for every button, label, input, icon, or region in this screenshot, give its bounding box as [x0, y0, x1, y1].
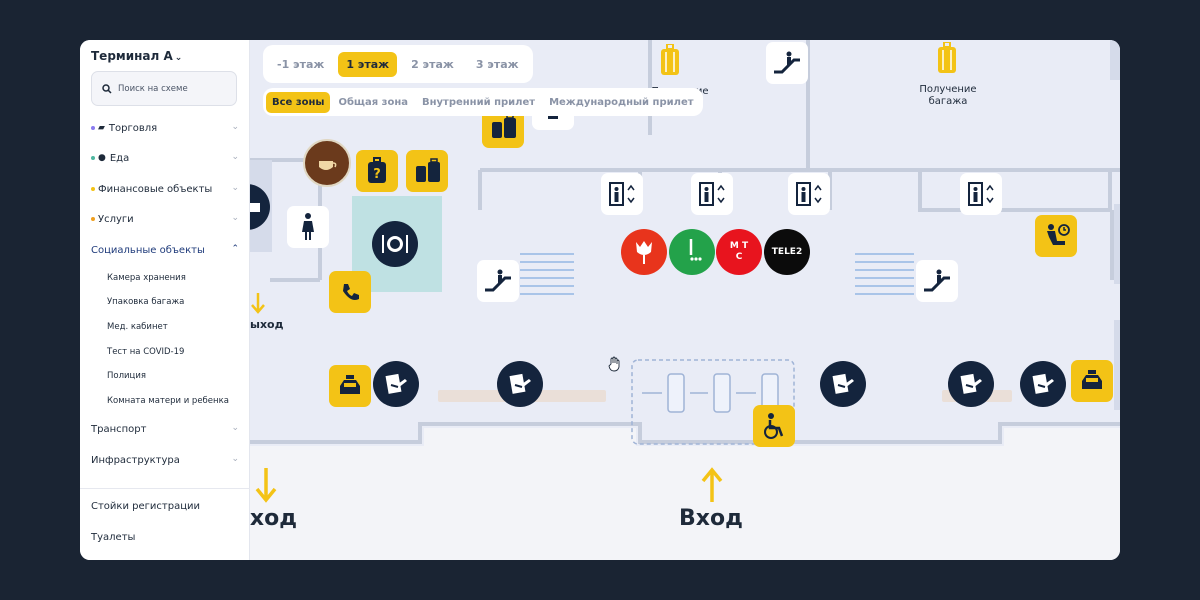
category-services[interactable]: Услуги ⌄	[91, 210, 239, 228]
toilets-link[interactable]: Туалеты	[91, 532, 136, 543]
tele2-icon[interactable]: TELE2	[764, 229, 810, 275]
category-infrastructure[interactable]: Инфраструктура ⌄	[91, 451, 239, 469]
departures-icon[interactable]	[948, 361, 994, 407]
luggage-icon[interactable]	[406, 150, 448, 192]
elevator-icon[interactable]	[960, 173, 1002, 215]
departures-icon[interactable]	[497, 361, 543, 407]
search-input[interactable]	[118, 83, 228, 94]
category-dot	[91, 156, 95, 160]
chevron-down-icon: ⌄	[231, 183, 239, 193]
category-dot	[91, 126, 95, 130]
arrow-down-icon	[250, 292, 266, 318]
escalator-icon[interactable]	[916, 260, 958, 302]
chevron-down-icon: ⌄	[231, 152, 239, 162]
category-label: Социальные объекты	[91, 244, 205, 256]
arrow-up-icon	[700, 467, 724, 507]
search-box[interactable]	[91, 71, 237, 106]
social-item-mother-child[interactable]: Комната матери и ребенка	[107, 396, 229, 406]
chevron-down-icon: ⌄	[174, 53, 183, 63]
entrance-label: Вход	[679, 506, 743, 531]
luggage-icon	[937, 41, 957, 80]
phone-icon[interactable]	[329, 271, 371, 313]
baggage-claim-label: Получение багажа	[919, 84, 977, 107]
elevator-icon[interactable]	[788, 173, 830, 215]
category-label: Инфраструктура	[91, 454, 180, 466]
zone-tab-all[interactable]: Все зоны	[266, 91, 331, 113]
exit-label-small: ыход	[250, 318, 284, 331]
category-dot	[91, 187, 95, 191]
tulip-shop-icon[interactable]	[621, 229, 667, 275]
svg-text:?: ?	[373, 167, 381, 182]
escalator-icon[interactable]	[766, 42, 808, 84]
luggage-help-icon[interactable]: ?	[356, 150, 398, 192]
mts-icon[interactable]: М Т С	[716, 229, 762, 275]
womens-toilet-icon[interactable]	[287, 206, 329, 248]
category-shopping[interactable]: ▰ Торговля ⌄	[91, 119, 239, 137]
app-window: Получение багажа Получение багажа	[80, 40, 1120, 560]
coffee-logo-icon[interactable]	[303, 139, 351, 187]
check-in-counters-link[interactable]: Стойки регистрации	[91, 501, 200, 512]
sidebar: Терминал А⌄ ▰ Торговля ⌄ ● Еда ⌄ Финансо…	[80, 40, 250, 560]
zone-tab-international-arrival[interactable]: Международный прилет	[549, 96, 694, 108]
departures-icon[interactable]	[1020, 361, 1066, 407]
shop-icon: ▰	[98, 123, 105, 133]
taxi-icon[interactable]	[1071, 360, 1113, 402]
departures-icon[interactable]	[373, 361, 419, 407]
waiting-lounge-icon[interactable]	[1035, 215, 1077, 257]
category-label: Торговля	[108, 122, 158, 134]
mts-letters: М Т С	[729, 241, 749, 262]
food-icon: ●	[98, 153, 106, 163]
arrow-down-icon	[254, 467, 278, 507]
departures-icon[interactable]	[820, 361, 866, 407]
elevator-icon[interactable]	[691, 173, 733, 215]
social-item-police[interactable]: Полиция	[107, 371, 146, 381]
social-item-covid-test[interactable]: Тест на COVID-19	[107, 347, 185, 357]
social-item-medical[interactable]: Мед. кабинет	[107, 322, 168, 332]
taxi-icon[interactable]	[329, 365, 371, 407]
divider	[80, 488, 250, 489]
chevron-up-icon: ⌃	[231, 244, 239, 254]
restaurant-icon[interactable]	[372, 221, 418, 267]
search-icon	[102, 83, 112, 94]
category-finance[interactable]: Финансовые объекты ⌄	[91, 180, 239, 198]
luggage-icon	[660, 43, 680, 82]
category-social[interactable]: Социальные объекты ⌃	[91, 241, 239, 259]
social-item-baggage-wrap[interactable]: Упаковка багажа	[107, 297, 185, 307]
chevron-down-icon: ⌄	[231, 423, 239, 433]
floor-tab-2[interactable]: 2 этаж	[411, 57, 454, 71]
megafon-icon[interactable]	[669, 229, 715, 275]
zone-tab-general[interactable]: Общая зона	[338, 96, 408, 108]
terminal-map[interactable]: Получение багажа Получение багажа	[80, 40, 1120, 560]
floor-selector: -1 этаж 1 этаж 2 этаж 3 этаж	[263, 45, 533, 83]
category-label: Транспорт	[91, 423, 147, 435]
chevron-down-icon: ⌄	[231, 122, 239, 132]
terminal-selector[interactable]: Терминал А⌄	[91, 49, 182, 63]
zone-tab-domestic-arrival[interactable]: Внутренний прилет	[421, 96, 536, 108]
category-dot	[91, 217, 95, 221]
floor-tab-1[interactable]: 1 этаж	[338, 51, 398, 77]
chevron-down-icon: ⌄	[231, 213, 239, 223]
escalator-icon[interactable]	[477, 260, 519, 302]
hand-cursor-icon	[607, 356, 621, 376]
category-label: Еда	[109, 152, 130, 164]
social-item-luggage-storage[interactable]: Камера хранения	[107, 273, 186, 283]
terminal-label: Терминал А	[91, 49, 173, 63]
chevron-down-icon: ⌄	[231, 454, 239, 464]
wheelchair-icon[interactable]	[753, 405, 795, 447]
zone-selector: Все зоны Общая зона Внутренний прилет Ме…	[263, 88, 703, 116]
category-transport[interactable]: Транспорт ⌄	[91, 420, 239, 438]
category-food[interactable]: ● Еда ⌄	[91, 149, 239, 167]
tele2-label: TELE2	[771, 247, 803, 257]
category-label: Финансовые объекты	[98, 183, 213, 195]
floor-tab-minus1[interactable]: -1 этаж	[277, 57, 325, 71]
floor-tab-3[interactable]: 3 этаж	[475, 57, 519, 71]
category-label: Услуги	[98, 213, 134, 225]
elevator-icon[interactable]	[601, 173, 643, 215]
